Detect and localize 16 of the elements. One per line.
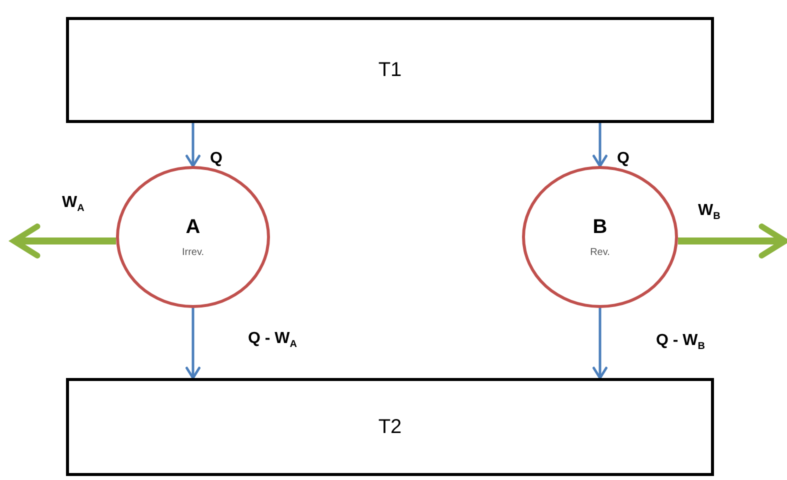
- node-title: B: [592, 216, 608, 239]
- heat-arrow: [592, 308, 608, 380]
- heat-arrow: [592, 123, 608, 168]
- reservoir-box: [66, 378, 714, 476]
- node-title: A: [186, 216, 200, 239]
- work-arrow: [11, 224, 116, 258]
- reservoir-box: [66, 17, 714, 123]
- node-title: T1: [378, 58, 402, 82]
- node-subtitle: Rev.: [590, 247, 610, 258]
- heat-arrow: [186, 123, 200, 168]
- node-title: T2: [378, 416, 402, 438]
- node-subtitle: Irrev.: [182, 247, 204, 258]
- edge-label: Q: [617, 150, 630, 168]
- edge-label: Q: [210, 150, 222, 168]
- heat-arrow: [186, 308, 200, 380]
- work-arrow: [678, 224, 787, 258]
